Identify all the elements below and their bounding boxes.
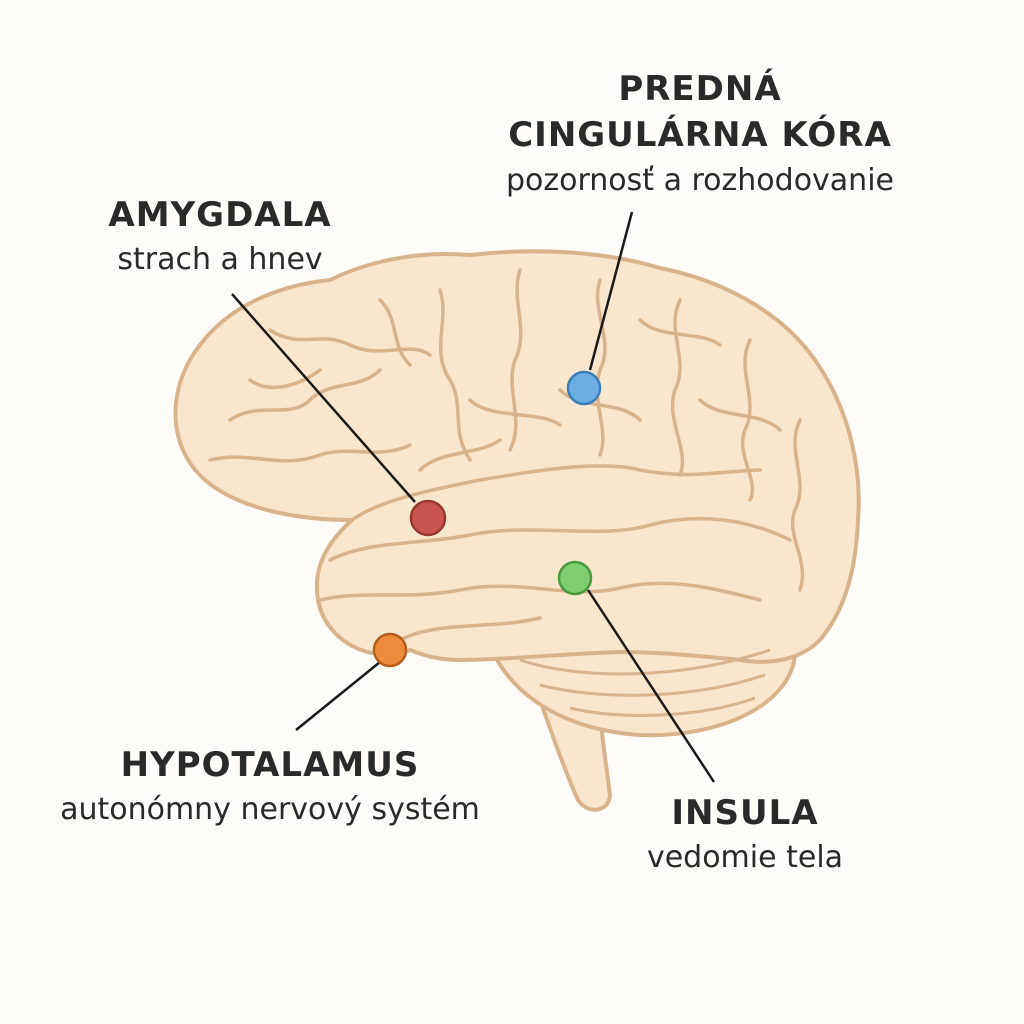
cerebrum [173,249,861,664]
insula-marker [557,560,593,596]
acc-marker [566,370,602,406]
cerebellum-folds [519,648,771,717]
acc-title-line2: CINGULÁRNA KÓRA [508,115,892,155]
hypothalamus-subtitle: autonómny nervový systém [60,791,480,827]
insula-subtitle: vedomie tela [646,839,844,875]
hypothalamus-title: HYPOTALAMUS [120,745,420,785]
acc-subtitle: pozornosť a rozhodovanie [505,163,894,198]
amygdala-title: AMYGDALA [108,195,332,235]
insula-label: INSULA vedomie tela [600,792,890,876]
insula-title: INSULA [671,793,819,833]
hypothalamus-label: HYPOTALAMUS autonómny nervový systém [30,744,510,828]
acc-label: PREDNÁ CINGULÁRNA KÓRA pozornosť a rozho… [470,66,930,200]
amygdala-marker [409,499,447,537]
amygdala-label: AMYGDALA strach a hnev [80,194,360,278]
amygdala-subtitle: strach a hnev [117,241,323,277]
leader-lines [231,211,716,783]
insula-leader-line [586,589,716,783]
amygdala-leader-line [231,293,416,503]
acc-leader-line [588,211,634,371]
acc-title-line1: PREDNÁ [618,69,782,109]
brain-folds [208,268,805,642]
hypothalamus-leader-line [295,661,381,731]
hypothalamus-marker [372,632,408,668]
